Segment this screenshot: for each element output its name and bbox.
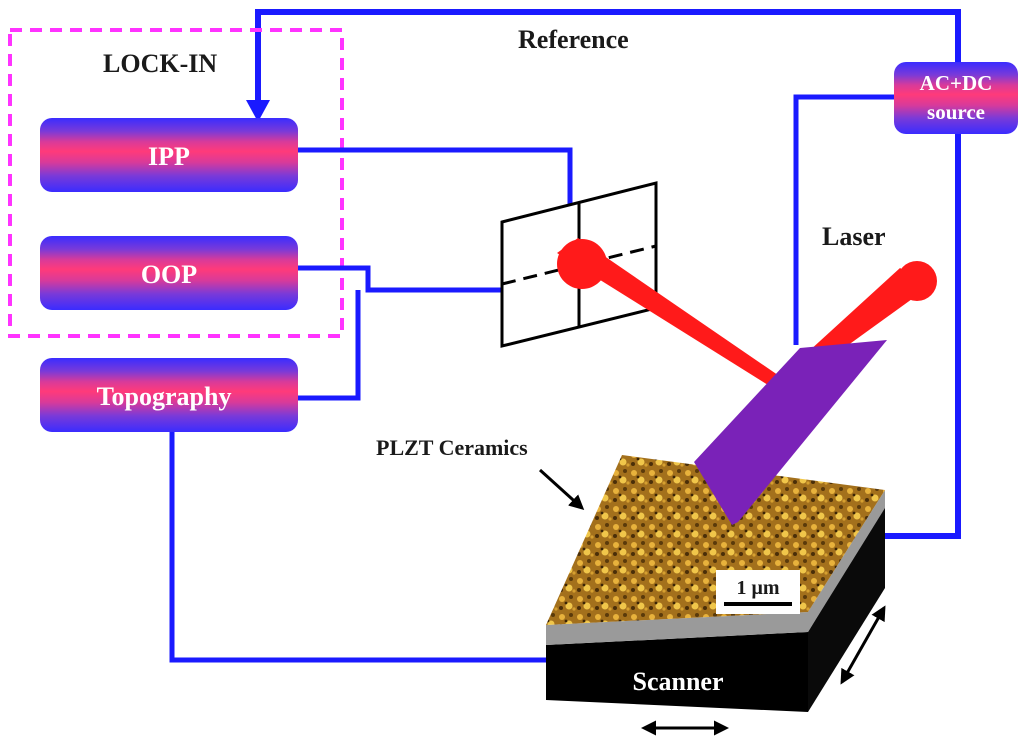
lockin-frame: [8, 28, 344, 338]
plzt-pointer-arrow: [538, 468, 585, 511]
reference-wire: [255, 9, 961, 105]
lockin-label: LOCK-IN: [103, 49, 217, 78]
oop-box: [40, 236, 298, 310]
laser-spot-on-detector: [557, 239, 607, 289]
plzt-ceramics-surface: [546, 455, 885, 625]
acdc-source-label-line1: AC+DC: [920, 71, 993, 95]
topography-scanner-wire: [169, 428, 552, 663]
reflected-laser-beam: [557, 238, 788, 390]
reference-arrow-icon: [246, 100, 270, 122]
oop-label: OOP: [141, 260, 197, 289]
ac-source-sample-wire: [850, 132, 961, 539]
scanner-y-motion-arrow: [840, 605, 886, 685]
topography-label: Topography: [97, 382, 232, 411]
laser-source-spot: [897, 261, 937, 301]
topography-box: [40, 358, 298, 432]
acdc-source-box: [894, 62, 1018, 134]
topography-feedback-wire: [296, 290, 361, 401]
ipp-wire: [296, 147, 573, 205]
ipp-box: [40, 118, 298, 192]
scanner-front-face: [546, 632, 808, 712]
sample-front-edge: [546, 612, 808, 645]
scale-bar-box: [716, 570, 800, 614]
reference-label: Reference: [518, 25, 629, 54]
ac-source-tip-wire: [793, 94, 896, 345]
oop-wire: [296, 265, 502, 293]
ipp-label: IPP: [148, 142, 190, 171]
scanner-label: Scanner: [633, 667, 724, 696]
acdc-source-label-line2: source: [927, 100, 985, 124]
laser-label: Laser: [822, 222, 886, 251]
cantilever: [694, 340, 887, 525]
sample-side-edge: [808, 490, 885, 632]
scale-bar-label: 1 μm: [737, 577, 780, 599]
plzt-ceramics-label: PLZT Ceramics: [376, 435, 528, 460]
